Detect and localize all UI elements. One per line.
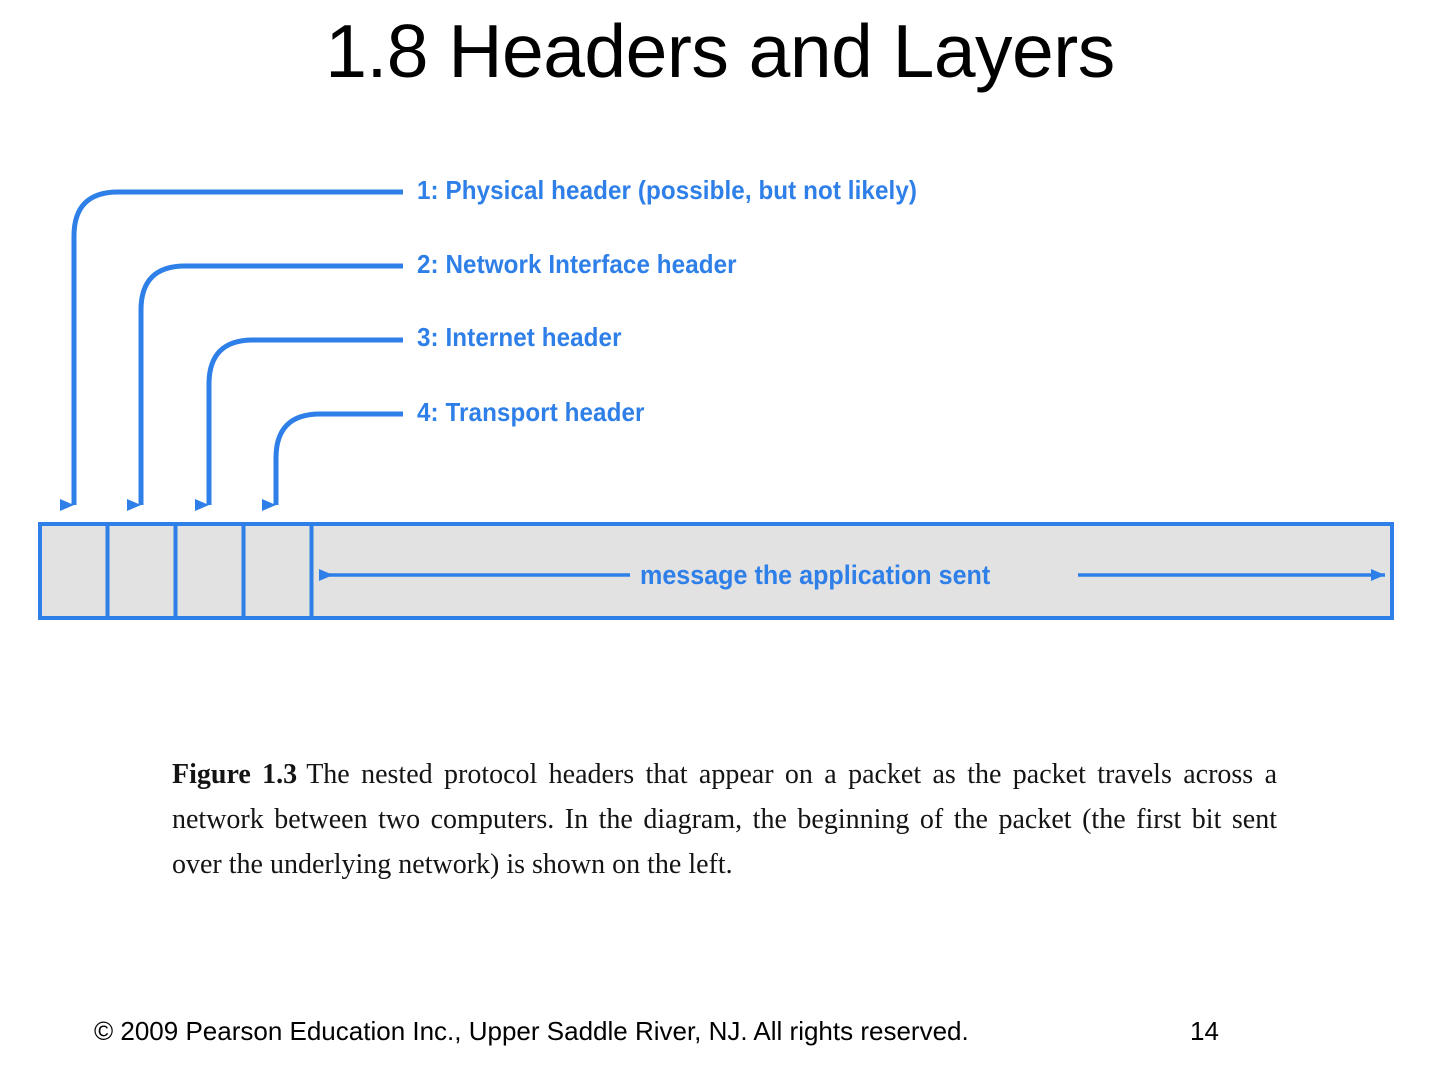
footer-copyright: © 2009 Pearson Education Inc., Upper Sad… (94, 1016, 969, 1046)
leader-line-3 (195, 337, 403, 511)
leader-label-physical-header: 1: Physical header (possible, but not li… (417, 175, 918, 205)
leader-label-network-interface-header: 2: Network Interface header (417, 249, 737, 279)
leader-label-transport-header: 4: Transport header (417, 397, 645, 427)
figure-caption-body: The nested protocol headers that appear … (172, 759, 1277, 880)
leader-label-internet-header: 3: Internet header (417, 322, 622, 352)
page-title: 1.8 Headers and Layers (325, 9, 1115, 93)
packet-bar (38, 522, 1394, 620)
figure-caption-number: Figure 1.3 (172, 759, 298, 790)
packet-message-label: message the application sent (640, 560, 991, 590)
footer-page-number: 14 (1190, 1016, 1219, 1046)
leader-line-4 (262, 411, 403, 511)
leader-line-2 (127, 263, 403, 511)
leader-line-1 (60, 189, 403, 511)
